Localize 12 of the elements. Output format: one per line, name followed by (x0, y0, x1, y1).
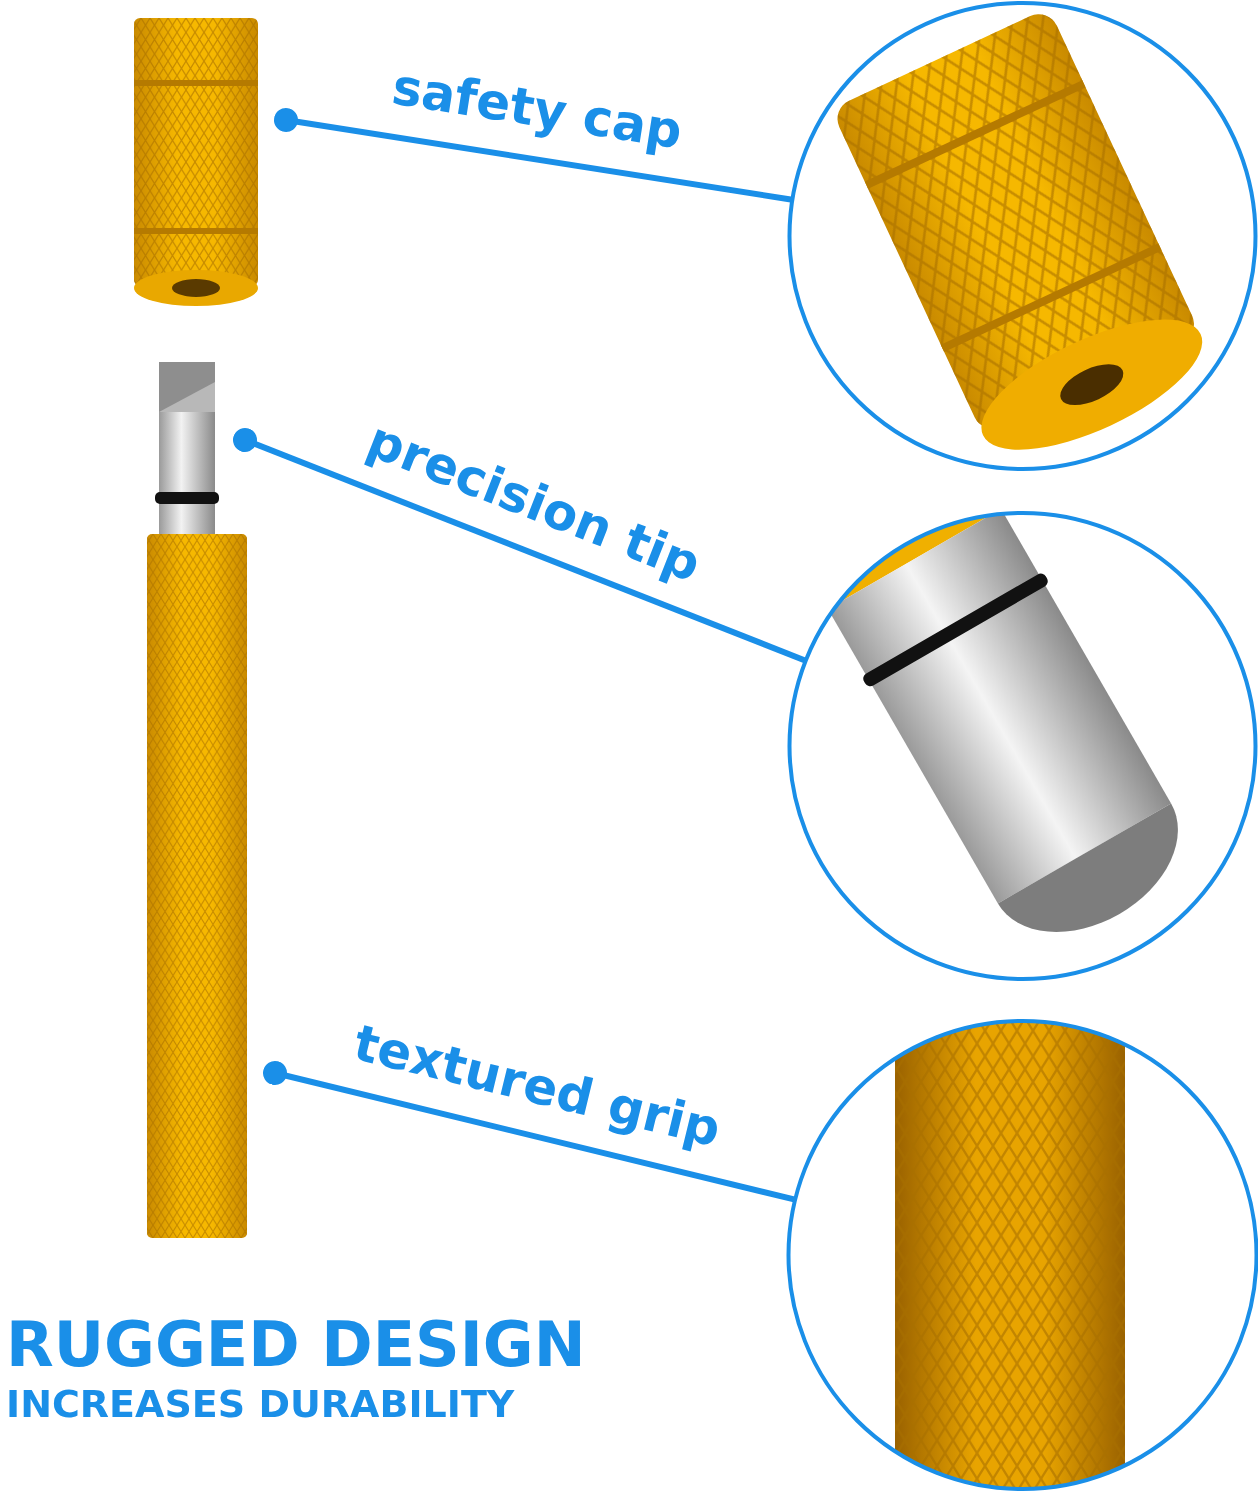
subheadline: INCREASES DURABILITY (6, 1382, 515, 1426)
headline: RUGGED DESIGN (6, 1308, 586, 1381)
cap-closeup-drawing (785, 0, 1258, 472)
leader-line (263, 1061, 796, 1203)
grip-closeup-drawing (785, 1018, 1258, 1492)
edge-label: safety cap (388, 57, 687, 160)
leader-line (233, 428, 807, 664)
safety-cap-drawing (132, 18, 260, 308)
grip-drawing (145, 534, 249, 1238)
tip-closeup-drawing (785, 510, 1258, 982)
leader-line (274, 108, 793, 203)
tip-drawing (155, 362, 219, 536)
